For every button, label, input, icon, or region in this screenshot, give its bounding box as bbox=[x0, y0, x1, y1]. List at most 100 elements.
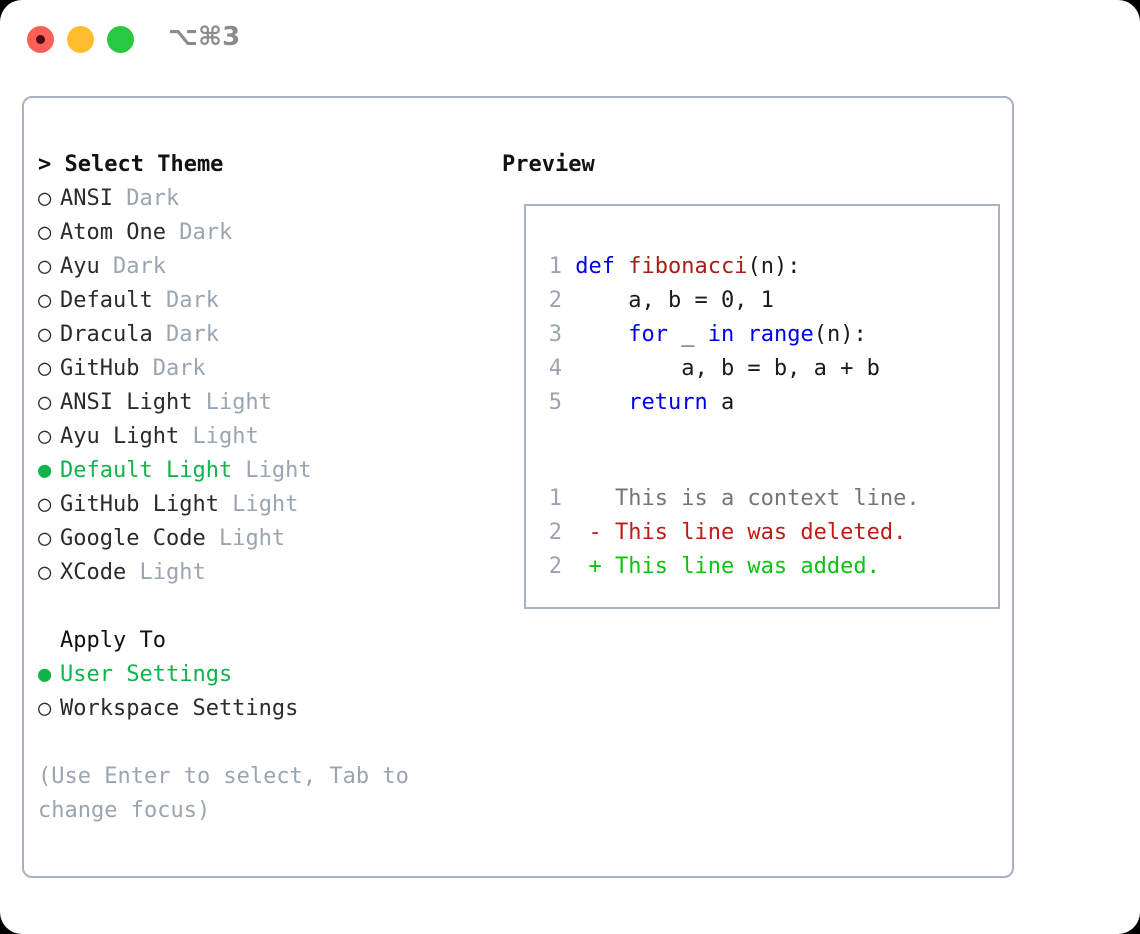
diff-line-text: This is a context line. bbox=[562, 486, 920, 511]
apply-to-heading: Apply To bbox=[60, 628, 166, 653]
code-token-bi: range bbox=[747, 322, 814, 347]
line-number: 1 bbox=[548, 486, 562, 511]
maximize-button[interactable] bbox=[107, 26, 134, 53]
theme-option-badge: Dark bbox=[165, 220, 233, 245]
code-token-txt: a, b = 0, 1 bbox=[562, 288, 774, 313]
select-theme-heading: > Select Theme bbox=[38, 152, 224, 177]
line-number: 5 bbox=[548, 390, 562, 415]
theme-option-2[interactable]: ○Ayu Dark bbox=[38, 250, 478, 284]
code-token-txt bbox=[734, 322, 747, 347]
theme-option-0[interactable]: ○ ANSI Dark bbox=[38, 182, 478, 216]
code-token-txt: _ bbox=[667, 322, 708, 347]
diff-line-text: - This line was deleted. bbox=[562, 520, 907, 545]
radio-unselected-icon: ○ bbox=[38, 220, 52, 245]
radio-unselected-icon: ○ bbox=[38, 526, 52, 551]
theme-option-6[interactable]: ○ ANSI Light Light bbox=[38, 386, 478, 420]
theme-option-11[interactable]: ○XCode Light bbox=[38, 556, 478, 590]
code-token-txt: (n): bbox=[747, 254, 801, 279]
theme-option-label: Ayu bbox=[60, 254, 100, 279]
theme-option-3[interactable]: ○ Default Dark bbox=[38, 284, 478, 318]
spacer bbox=[38, 590, 478, 624]
theme-option-1[interactable]: ○ Atom One Dark bbox=[38, 216, 478, 250]
radio-unselected-icon: ○ bbox=[38, 186, 52, 211]
theme-option-label: ANSI Light bbox=[60, 390, 193, 415]
theme-option-badge: Dark bbox=[152, 288, 219, 313]
code-line: 3 for _ in range(n): bbox=[540, 318, 880, 352]
code-token-txt: (n): bbox=[813, 322, 867, 347]
minimize-button[interactable] bbox=[67, 26, 94, 53]
code-token-txt bbox=[615, 254, 628, 279]
diff-line-added: 2 + This line was added. bbox=[540, 550, 920, 584]
code-token-kw: in bbox=[707, 322, 735, 347]
theme-option-badge: Light bbox=[126, 560, 206, 585]
code-token-kw: for bbox=[628, 322, 668, 347]
code-token-txt bbox=[562, 254, 575, 279]
theme-option-badge: Light bbox=[232, 458, 312, 483]
title-bar: ⌥⌘3 bbox=[0, 0, 1140, 78]
close-button[interactable] bbox=[27, 26, 54, 53]
radio-unselected-icon: ○ bbox=[38, 356, 52, 381]
apply-to-option-label: Workspace Settings bbox=[60, 696, 299, 721]
theme-option-label: Default bbox=[60, 288, 153, 313]
radio-unselected-icon: ○ bbox=[38, 424, 52, 449]
line-number: 2 bbox=[548, 520, 562, 545]
radio-selected-icon: ● bbox=[38, 662, 52, 687]
theme-list[interactable]: ○ ANSI Dark ○ Atom One Dark ○ Ayu Dark ○ Defaul… bbox=[38, 182, 478, 590]
code-token-fn: fibonacci bbox=[628, 254, 748, 279]
keyboard-hint-text: (Use Enter to select, Tab to change focu… bbox=[38, 764, 423, 823]
line-number: 2 bbox=[548, 554, 562, 579]
radio-unselected-icon: ○ bbox=[38, 322, 52, 347]
preview-column: Preview 1 def fibonacci(n):2 a, b = 0, 1… bbox=[502, 148, 1002, 609]
theme-option-7[interactable]: ○ Ayu Light Light bbox=[38, 420, 478, 454]
radio-unselected-icon: ○ bbox=[38, 254, 52, 279]
radio-unselected-icon: ○ bbox=[38, 560, 52, 585]
theme-option-4[interactable]: ○Dracula Dark bbox=[38, 318, 478, 352]
radio-unselected-icon: ○ bbox=[38, 492, 52, 517]
theme-option-8[interactable]: ● Default Light Light bbox=[38, 454, 478, 488]
theme-option-10[interactable]: ○ Google Code Light bbox=[38, 522, 478, 556]
theme-option-label: Atom One bbox=[60, 220, 166, 245]
window-controls bbox=[27, 26, 134, 53]
apply-to-option-label: User Settings bbox=[60, 662, 233, 687]
theme-option-label: Ayu Light bbox=[60, 424, 180, 449]
code-line: 1 def fibonacci(n): bbox=[540, 250, 880, 284]
theme-option-label: ANSI bbox=[60, 186, 113, 211]
radio-unselected-icon: ○ bbox=[38, 288, 52, 313]
theme-option-label: GitHub Light bbox=[60, 492, 219, 517]
theme-option-label: Google Code bbox=[60, 526, 206, 551]
line-number: 3 bbox=[548, 322, 562, 347]
preview-heading: Preview bbox=[502, 152, 595, 177]
theme-option-5[interactable]: ○GitHub Dark bbox=[38, 352, 478, 386]
code-line: 5 return a bbox=[540, 386, 880, 420]
theme-option-badge: Dark bbox=[139, 356, 206, 381]
keyboard-shortcut-label: ⌥⌘3 bbox=[168, 22, 241, 52]
code-token-txt bbox=[562, 322, 628, 347]
apply-to-option-0[interactable]: ● User Settings bbox=[38, 658, 478, 692]
theme-picker-column: > Select Theme ○ANSI Dark○Atom One Dark○… bbox=[38, 148, 478, 828]
line-number: 2 bbox=[548, 288, 562, 313]
radio-unselected-icon: ○ bbox=[38, 390, 52, 415]
theme-option-badge: Light bbox=[179, 424, 259, 449]
apply-to-option-1[interactable]: ○ Workspace Settings bbox=[38, 692, 478, 726]
theme-option-label: Default Light bbox=[60, 458, 233, 483]
radio-unselected-icon: ○ bbox=[38, 696, 52, 721]
radio-selected-icon: ● bbox=[38, 458, 52, 483]
code-token-kw: def bbox=[575, 254, 615, 279]
code-token-kw: return bbox=[628, 390, 708, 415]
line-number: 1 bbox=[548, 254, 562, 279]
theme-option-badge: Light bbox=[218, 492, 299, 517]
code-token-txt: a, b = b, a + b bbox=[562, 356, 880, 381]
theme-option-badge: Light bbox=[205, 526, 286, 551]
diff-sample: 1 This is a context line.2 - This line w… bbox=[540, 482, 920, 584]
theme-option-9[interactable]: ○ GitHub Light Light bbox=[38, 488, 478, 522]
code-line: 4 a, b = b, a + b bbox=[540, 352, 880, 386]
theme-option-badge: Dark bbox=[112, 186, 180, 211]
code-token-txt: a bbox=[707, 390, 735, 415]
code-token-txt bbox=[562, 390, 628, 415]
apply-to-list[interactable]: ● User Settings ○ Workspace Settings bbox=[38, 658, 478, 726]
diff-line-text: + This line was added. bbox=[562, 554, 880, 579]
theme-option-badge: Light bbox=[192, 390, 272, 415]
